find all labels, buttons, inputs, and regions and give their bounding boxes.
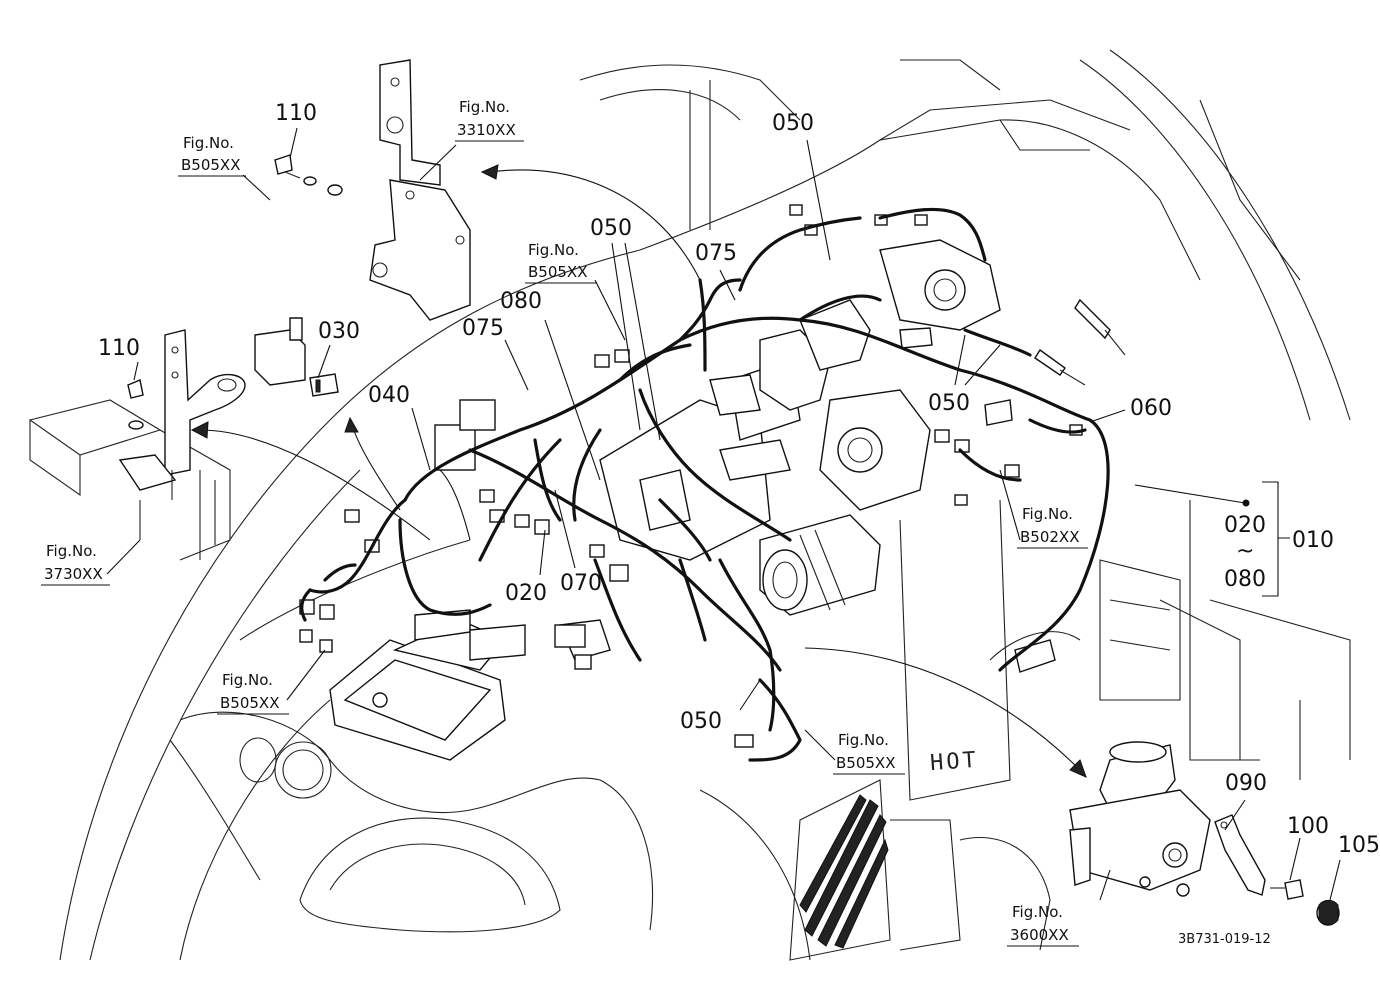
callout-050-bottom: 050	[680, 709, 722, 734]
bolt-110-top	[274, 154, 343, 196]
callout-110-left: 110	[98, 336, 140, 361]
cap-105	[1316, 899, 1340, 926]
bracket-090	[1214, 814, 1266, 896]
callout-050-right: 050	[928, 391, 970, 416]
svg-text:Fig.No.: Fig.No.	[222, 671, 273, 689]
svg-text:B505XX: B505XX	[836, 754, 895, 772]
glow-plug-sensors	[984, 298, 1126, 673]
callout-080: 080	[500, 289, 542, 314]
fig-reference-3600: Fig.No. 3600XX	[1007, 903, 1079, 947]
callout-020: 020	[505, 581, 547, 606]
range-from: 020	[1224, 513, 1266, 538]
callout-030: 030	[318, 319, 360, 344]
svg-text:B505XX: B505XX	[528, 263, 587, 281]
svg-text:Fig.No.: Fig.No.	[1012, 903, 1063, 921]
tractor-body-outline	[28, 49, 1351, 961]
svg-text:Fig.No.: Fig.No.	[1022, 505, 1073, 523]
relay-030	[254, 317, 339, 397]
svg-text:3310XX: 3310XX	[457, 121, 516, 139]
fig-reference-b505-bottom-left: Fig.No. B505XX	[217, 671, 289, 715]
water-flange-3600	[1069, 741, 1211, 897]
fig-reference-b505-bottom-center: Fig.No. B505XX	[833, 731, 905, 775]
wiring-harness-010	[300, 207, 1110, 762]
svg-text:Fig.No.: Fig.No.	[838, 731, 889, 749]
range-tilde: ~	[1236, 539, 1254, 564]
bracket-3730	[118, 329, 246, 540]
callout-050-top-right: 050	[772, 111, 814, 136]
callout-060: 060	[1130, 396, 1172, 421]
bracket-3310	[369, 59, 471, 321]
starter-motor	[759, 514, 881, 616]
drawing-code: 3B731-019-12	[1178, 932, 1271, 947]
assembly-number: 010	[1292, 528, 1334, 553]
radiator-grille	[789, 779, 891, 961]
fig-reference-b502: Fig.No. B502XX	[1017, 505, 1088, 549]
fig-reference-b505-top-center: Fig.No. B505XX	[525, 241, 596, 284]
ecu-controller	[329, 609, 611, 761]
callout-090: 090	[1225, 771, 1267, 796]
callout-075-right: 075	[695, 241, 737, 266]
svg-text:3600XX: 3600XX	[1010, 926, 1069, 944]
svg-text:B505XX: B505XX	[220, 694, 279, 712]
callout-100: 100	[1287, 814, 1329, 839]
callout-leaders	[106, 127, 1341, 901]
callout-075-left: 075	[462, 316, 504, 341]
assembly-range-group: 020 ~ 080 010	[1224, 481, 1334, 597]
svg-text:Fig.No.: Fig.No.	[46, 542, 97, 560]
svg-text:B505XX: B505XX	[181, 156, 240, 174]
part-callouts: 110 110 030 040 075 080 050 075 050 050 …	[98, 101, 1380, 858]
svg-text:Fig.No.: Fig.No.	[528, 241, 579, 259]
svg-text:Fig.No.: Fig.No.	[459, 98, 510, 116]
callout-110-top: 110	[275, 101, 317, 126]
engine-block	[599, 239, 1001, 561]
sensor-100	[1270, 879, 1304, 900]
direction-arrows	[190, 164, 1087, 778]
svg-text:B502XX: B502XX	[1020, 528, 1079, 546]
fig-reference-3730: Fig.No. 3730XX	[41, 542, 110, 586]
svg-text:3730XX: 3730XX	[44, 565, 103, 583]
callout-070: 070	[560, 571, 602, 596]
callout-105: 105	[1338, 833, 1380, 858]
range-to: 080	[1224, 567, 1266, 592]
callout-040: 040	[368, 383, 410, 408]
fig-reference-b505-top-left: Fig.No. B505XX	[178, 134, 246, 177]
svg-text:Fig.No.: Fig.No.	[183, 134, 234, 152]
hot-warning-decal: HOT	[929, 748, 979, 776]
callout-050-top-center: 050	[590, 216, 632, 241]
fig-reference-3310: Fig.No. 3310XX	[455, 98, 524, 142]
